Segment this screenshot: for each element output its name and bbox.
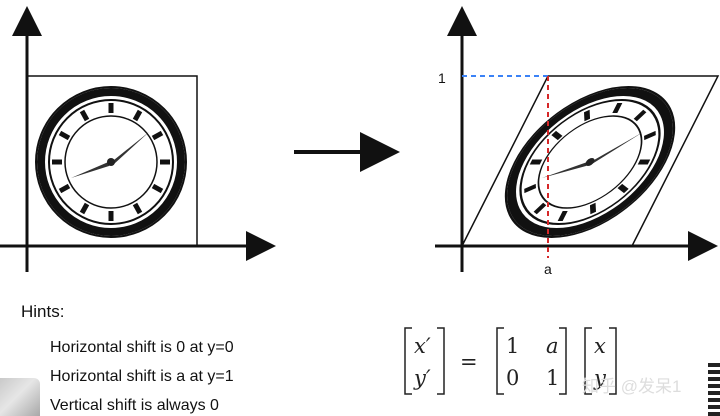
matrix-cell-22: 1: [546, 366, 559, 390]
sheared-parallelogram: [460, 75, 720, 247]
lhs-left-bracket: [404, 327, 412, 395]
matrix-cell-21: 0: [506, 366, 519, 390]
hints-title: Hints:: [21, 302, 65, 321]
right-clock-icon: [504, 86, 676, 238]
lhs-x-prime: x′: [414, 334, 431, 358]
left-square: [26, 75, 198, 247]
lhs-right-bracket: [437, 327, 445, 395]
hint-item: Horizontal shift is 0 at y=0: [50, 339, 234, 356]
left-panel: [0, 6, 276, 272]
rhs-y: y: [593, 366, 607, 390]
matrix-cell-12: a: [546, 334, 559, 358]
x-tick-label: a: [544, 261, 552, 277]
matrix-right-bracket: [559, 327, 567, 395]
rhs-left-bracket: [584, 327, 592, 395]
matrix-cell-11: 1: [506, 334, 519, 358]
video-thumbnail: [0, 378, 40, 416]
rhs-x: x: [594, 334, 606, 358]
right-panel: 1 a: [435, 6, 720, 277]
lhs-y-prime: y′: [413, 366, 431, 390]
y-tick-label: 1: [438, 70, 446, 86]
watermark: 知乎 @发呆1: [582, 377, 682, 396]
qr-code-icon: [708, 360, 720, 416]
shear-equation: x′ y′ = 1 a 0 1 x y: [404, 327, 617, 395]
rhs-right-bracket: [609, 327, 617, 395]
hint-item: Horizontal shift is a at y=1: [50, 368, 234, 385]
matrix-left-bracket: [496, 327, 504, 395]
left-clock-icon: [35, 86, 187, 238]
equals-sign: =: [460, 350, 478, 374]
hint-item: Vertical shift is always 0: [50, 397, 219, 414]
